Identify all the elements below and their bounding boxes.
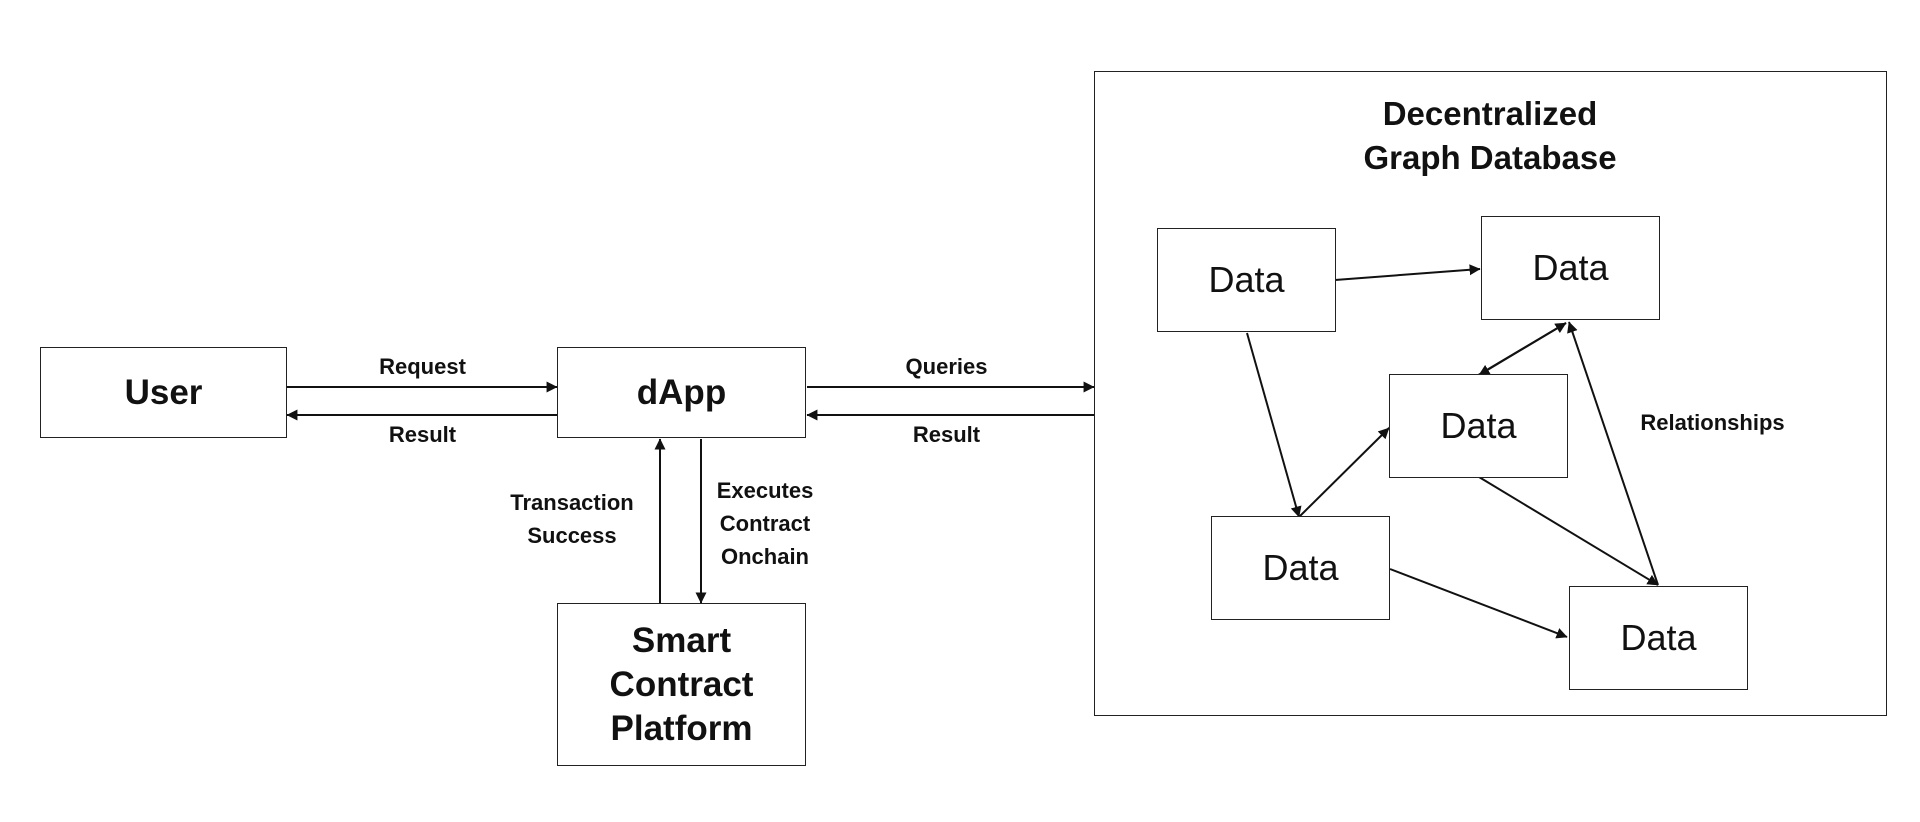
graph-database-container <box>1094 71 1887 716</box>
user-node: User <box>40 347 287 438</box>
executes-contract-line3: Onchain <box>720 544 809 569</box>
data-node-4: Data <box>1211 516 1390 620</box>
dapp-label: dApp <box>636 372 727 412</box>
relation-arrow-1 <box>1334 264 1481 281</box>
executes-contract-label: Executes Contract Onchain <box>700 474 830 573</box>
platform-label-line1: Smart <box>631 620 732 660</box>
data-node-5: Data <box>1569 586 1748 690</box>
relation-arrow-6 <box>1478 476 1659 586</box>
dapp-node: dApp <box>557 347 806 438</box>
queries-label: Queries <box>905 354 988 379</box>
transaction-success-line1: Transaction <box>510 490 634 515</box>
platform-label-line3: Platform <box>610 708 753 748</box>
data-node-3: Data <box>1389 374 1568 478</box>
relation-arrow-7 <box>1567 321 1659 586</box>
relationships-label: Relationships <box>1640 410 1785 435</box>
data-node-1: Data <box>1157 228 1336 332</box>
smart-contract-platform-node: Smart Contract Platform <box>557 603 806 766</box>
data-node-2: Data <box>1481 216 1660 320</box>
platform-label-line2: Contract <box>609 664 754 704</box>
graph-database-title-line2: Graph Database <box>1363 139 1617 176</box>
executes-contract-line2: Contract <box>719 511 811 536</box>
transaction-success-label: Transaction Success <box>482 486 662 552</box>
data-node-4-label: Data <box>1262 547 1339 588</box>
transaction-success-line2: Success <box>527 523 617 548</box>
relation-arrow-5 <box>1478 322 1567 376</box>
graph-database-title: Decentralized Graph Database <box>1300 92 1680 180</box>
executes-contract-line1: Executes <box>716 478 814 503</box>
relation-arrow-3 <box>1298 427 1390 518</box>
result-db-label: Result <box>912 422 981 447</box>
result-user-label: Result <box>388 422 457 447</box>
data-node-1-label: Data <box>1208 259 1285 300</box>
relation-arrow-8 <box>1389 568 1568 639</box>
request-label: Request <box>379 354 466 379</box>
data-node-5-label: Data <box>1620 617 1697 658</box>
relation-arrow-2 <box>1246 332 1302 518</box>
user-label: User <box>124 372 203 412</box>
data-node-2-label: Data <box>1532 247 1609 288</box>
data-node-3-label: Data <box>1440 405 1517 446</box>
graph-database-title-line1: Decentralized <box>1382 95 1598 132</box>
